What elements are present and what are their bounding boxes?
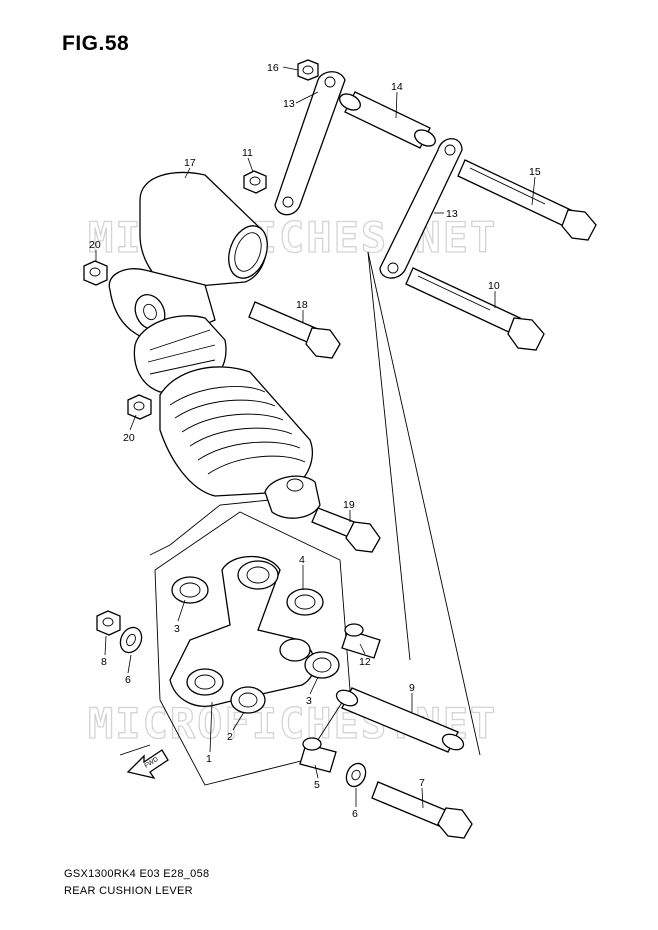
callout-5: 5 <box>314 779 320 791</box>
nut-16 <box>297 59 319 81</box>
callout-7: 7 <box>419 777 425 789</box>
bearing-3a <box>171 576 209 604</box>
spacer-14 <box>339 91 436 149</box>
callout-13-upper: 13 <box>283 98 295 110</box>
collar-12 <box>341 623 381 659</box>
nut-20-lower <box>127 394 152 420</box>
callout-9: 9 <box>409 682 415 694</box>
washer-6-lower <box>345 762 367 788</box>
bolt-7 <box>371 781 473 839</box>
callout-13-lower: 13 <box>446 208 458 220</box>
tie-rod-upper-13 <box>274 71 346 216</box>
cushion-lever-assembly <box>154 511 351 786</box>
callout-6-lower: 6 <box>352 808 358 820</box>
washer-6-upper <box>119 626 143 654</box>
callout-4: 4 <box>299 554 305 566</box>
callout-1: 1 <box>206 753 212 765</box>
callout-15: 15 <box>529 166 541 178</box>
bolt-18 <box>248 301 341 359</box>
callout-17: 17 <box>184 157 196 169</box>
model-code: GSX1300RK4 E03 E28_058 <box>64 868 210 880</box>
callout-labels: 16 13 14 17 11 15 13 20 10 18 20 19 4 3 … <box>89 62 541 820</box>
callout-10: 10 <box>488 280 500 292</box>
callout-3-left: 3 <box>174 623 180 635</box>
figure-title: FIG.58 <box>62 32 130 55</box>
callout-18: 18 <box>296 299 308 311</box>
callout-20-upper: 20 <box>89 239 101 251</box>
assembly-guide-lines <box>119 251 481 756</box>
callout-6-upper: 6 <box>125 674 131 686</box>
callout-16: 16 <box>267 62 279 74</box>
fwd-arrow: FWD <box>126 749 169 780</box>
nut-11 <box>243 170 267 194</box>
callout-2: 2 <box>227 731 233 743</box>
tie-rod-lower-13 <box>379 138 463 279</box>
callout-12: 12 <box>359 656 371 668</box>
bolt-15 <box>457 159 597 241</box>
callout-20-lower: 20 <box>123 432 135 444</box>
callout-3-right: 3 <box>306 695 312 707</box>
collar-5 <box>299 737 337 773</box>
bearing-2 <box>230 686 266 714</box>
bolt-19 <box>311 507 381 553</box>
leader-lines <box>95 66 536 809</box>
bearing-3b <box>304 651 340 679</box>
callout-11: 11 <box>242 147 253 159</box>
bolt-10 <box>405 267 545 351</box>
nut-8 <box>96 610 121 636</box>
nut-20-upper <box>83 260 108 286</box>
bearing-4 <box>286 588 324 616</box>
callout-19: 19 <box>343 499 355 511</box>
figure-caption: REAR CUSHION LEVER <box>64 885 193 897</box>
rear-shock-absorber <box>108 171 321 519</box>
spacer-9 <box>335 687 465 753</box>
callout-8: 8 <box>101 656 107 668</box>
callout-14: 14 <box>391 81 403 93</box>
